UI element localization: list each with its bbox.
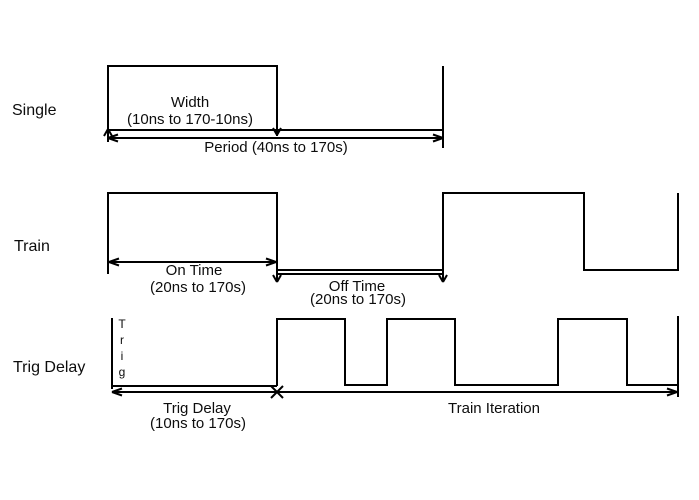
arrowhead-right-icon [666, 387, 678, 397]
arrowhead-right-icon [432, 133, 444, 143]
row-label-train: Train [14, 238, 50, 255]
arrowhead-down-icon [272, 127, 282, 136]
row-label-trig-delay: Trig Delay [13, 359, 86, 376]
trig-pulse-train [276, 318, 678, 386]
arrowhead-right-icon [265, 257, 277, 267]
width-range-label: (10ns to 170-10ns) [127, 111, 253, 128]
cross-marker-icon [270, 385, 284, 399]
row-label-single: Single [12, 102, 57, 119]
on-time-range-label: (20ns to 170s) [150, 279, 246, 296]
train-iteration-label: Train Iteration [448, 400, 540, 417]
train-waveform [107, 192, 679, 283]
train-pulse-1 [107, 192, 278, 282]
off-time-label: Off Time [328, 278, 386, 295]
off-time-range-label: (20ns to 170s) [310, 291, 406, 308]
trig-axis-label: Trig [115, 317, 129, 381]
trig-delay-label: Trig Delay [163, 400, 231, 417]
arrowhead-left-icon [107, 133, 119, 143]
train-pulse-2 [442, 192, 679, 282]
arrowhead-left-icon [108, 257, 120, 267]
arrowhead-down-icon [438, 274, 448, 283]
width-label: Width [170, 94, 210, 111]
single-waveform [103, 65, 444, 148]
single-pulse [107, 65, 278, 142]
trig-delay-waveform [111, 316, 679, 399]
period-label: Period (40ns to 170s) [204, 139, 348, 156]
on-time-label: On Time [165, 262, 223, 279]
trig-delay-range-label: (10ns to 170s) [150, 415, 246, 432]
arrowhead-up-icon [103, 128, 113, 137]
arrowhead-left-icon [111, 387, 123, 397]
arrowhead-down-icon [272, 274, 282, 283]
